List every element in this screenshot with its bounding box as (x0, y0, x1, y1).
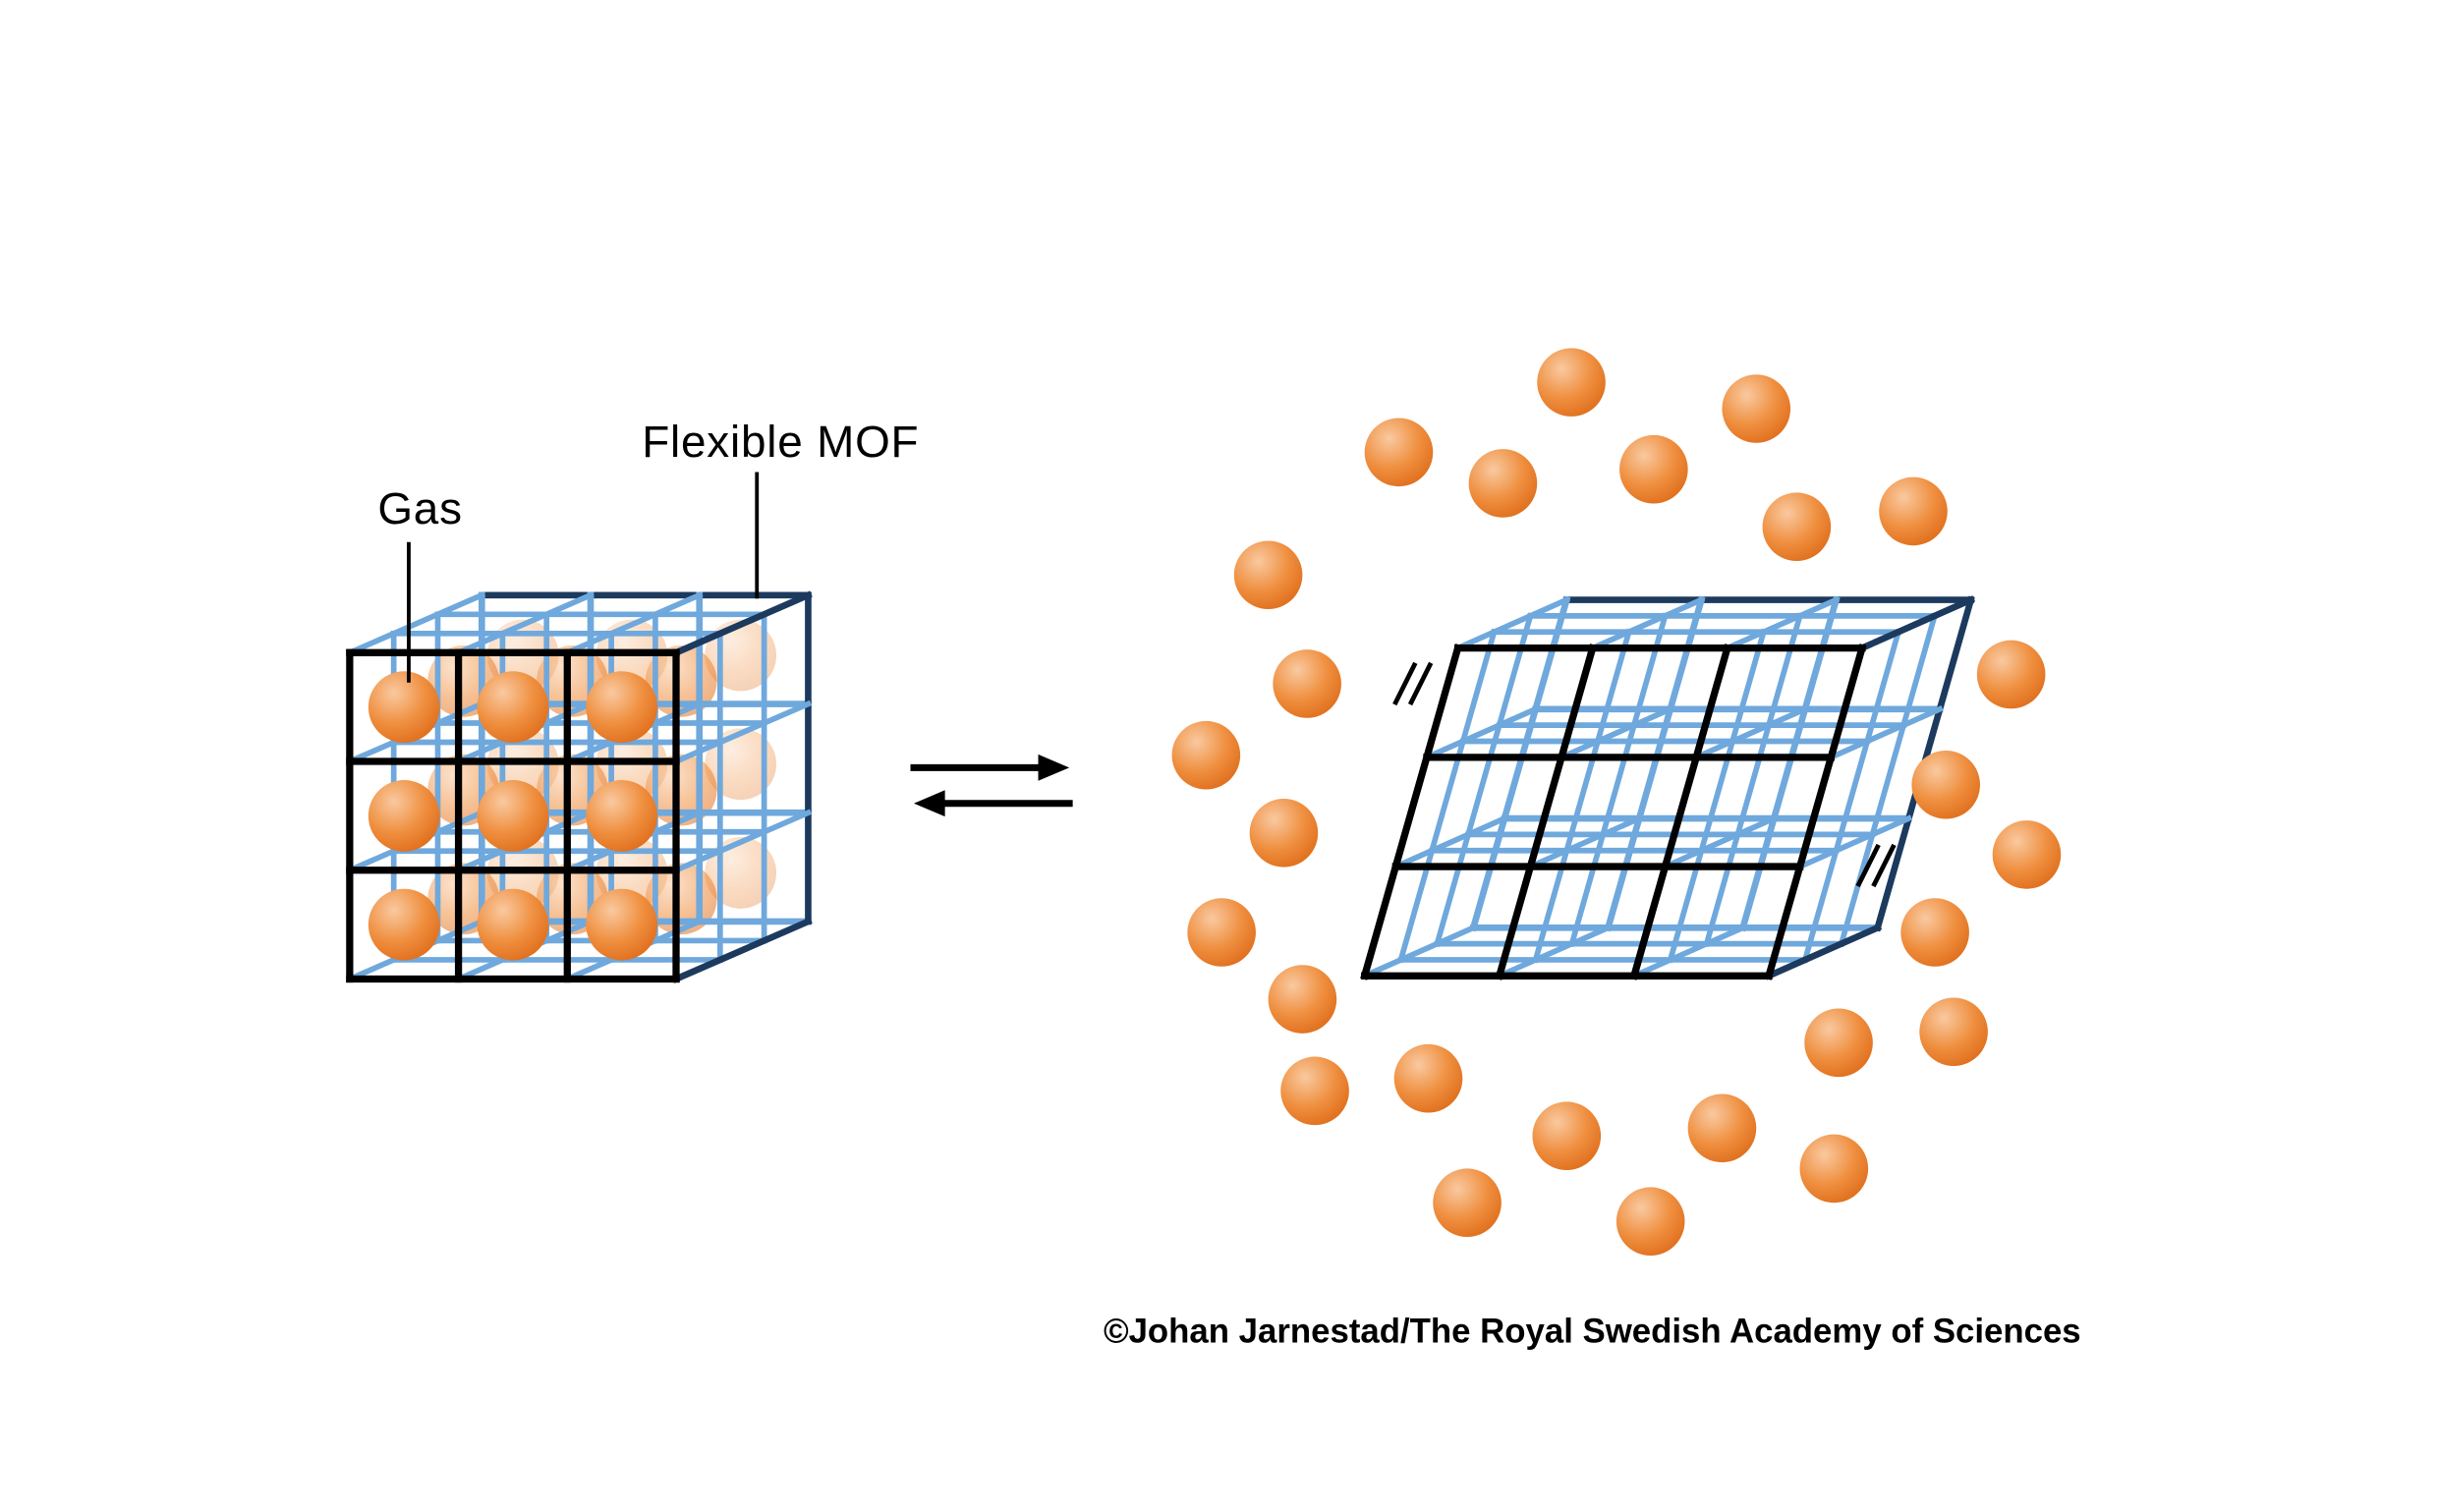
gas-molecule (1393, 1043, 1463, 1113)
lattice-strut (1588, 595, 1706, 652)
lattice-strut (563, 591, 704, 657)
lattice-strut (1469, 595, 1571, 932)
gas-molecule (1280, 1056, 1349, 1126)
lattice-front-strut (1764, 644, 1867, 980)
lattice-strut (671, 590, 813, 657)
trapped-gas-molecule (368, 671, 440, 744)
lattice-front-strut (1629, 644, 1732, 980)
lattice-strut (1360, 924, 1478, 980)
trapped-gas-molecule (477, 780, 549, 852)
shear-mark (1407, 661, 1434, 706)
lattice-strut (1453, 595, 1571, 652)
gas-molecule (1919, 997, 1988, 1067)
empty-sheared-mof-lattice (1360, 595, 1976, 980)
trapped-gas-molecule (586, 780, 658, 852)
lattice-strut (1667, 628, 1768, 964)
gas-molecule (1187, 898, 1256, 967)
equilibrium-arrows (910, 754, 1073, 817)
free-gas-molecules (1171, 348, 2062, 1256)
lattice-strut (1795, 814, 1913, 870)
credit-line: ©Johan Jarnestad/The Royal Swedish Acade… (1104, 1314, 2081, 1351)
lattice-strut (346, 591, 486, 657)
gas-molecule (1468, 449, 1538, 518)
gas-molecule (1532, 1101, 1602, 1171)
lattice-strut (1724, 595, 1841, 652)
gas-molecule (1911, 750, 1980, 819)
trapped-gas-molecule (477, 888, 549, 961)
gas-molecule (1615, 1187, 1685, 1256)
lattice-strut (1604, 595, 1706, 932)
leader-lines (407, 472, 760, 683)
lattice-strut (671, 917, 813, 983)
lattice-strut (1827, 705, 1944, 761)
lattice-strut (1532, 628, 1633, 964)
equilibrium-arrow-head (914, 790, 945, 817)
shear-mark (1855, 843, 1881, 888)
lattice-strut (672, 809, 813, 874)
gas-molecule (1722, 374, 1791, 443)
shear-marks (1392, 661, 1897, 888)
gas-molecule (1273, 649, 1341, 718)
lattice-strut (1661, 814, 1779, 870)
gas-molecule (1900, 898, 1969, 967)
gas-label: Gas (377, 482, 462, 533)
lattice-strut (1526, 814, 1643, 870)
trapped-gas-molecule (586, 888, 658, 961)
gas-molecule (1537, 348, 1606, 417)
lattice-strut (1764, 923, 1883, 980)
gas-molecule (1233, 540, 1303, 610)
lattice-strut (1568, 612, 1670, 948)
lattice-strut (1423, 705, 1540, 761)
trapped-gas-molecule (368, 888, 440, 961)
gas-molecule (1804, 1008, 1873, 1078)
shear-mark (1871, 843, 1897, 888)
lattice-strut (1838, 612, 1939, 948)
gas-molecule (1364, 418, 1434, 487)
lattice-strut (1496, 924, 1613, 980)
lattice-strut (672, 700, 813, 765)
gas-molecule (1762, 492, 1832, 562)
lattice-front-strut (1360, 644, 1463, 980)
shear-mark (1392, 661, 1418, 706)
flexible-mof-label: Flexible MOF (642, 416, 919, 467)
lattice-strut (1738, 595, 1841, 932)
lattice-strut (1433, 612, 1534, 948)
lattice-strut (1857, 595, 1976, 652)
lattice-strut (454, 591, 595, 657)
gas-molecule (1976, 640, 2046, 709)
trapped-gas-molecule (368, 780, 440, 852)
lattice-strut (1391, 814, 1508, 870)
lattice-strut (1801, 628, 1902, 964)
lattice-front-strut (1495, 644, 1598, 980)
gas-molecule (1433, 1168, 1502, 1238)
gas-molecule (1171, 720, 1241, 790)
lattice-strut (1703, 612, 1804, 948)
gas-molecule (1268, 965, 1337, 1034)
lattice-strut (1630, 924, 1747, 980)
lattice-strut (1692, 705, 1809, 761)
gas-molecule (1799, 1134, 1869, 1204)
gas-filled-mof-lattice (346, 590, 813, 983)
trapped-gas-molecule (477, 671, 549, 744)
gas-molecule (1249, 798, 1319, 868)
gas-molecule (1687, 1093, 1757, 1163)
lattice-strut (1397, 628, 1498, 964)
trapped-gas-molecule (586, 671, 658, 744)
lattice-strut (1558, 705, 1674, 761)
gas-molecule (1879, 476, 1948, 546)
gas-molecule (1619, 434, 1688, 504)
equilibrium-arrow-head (1038, 754, 1070, 781)
gas-molecule (1992, 820, 2062, 889)
